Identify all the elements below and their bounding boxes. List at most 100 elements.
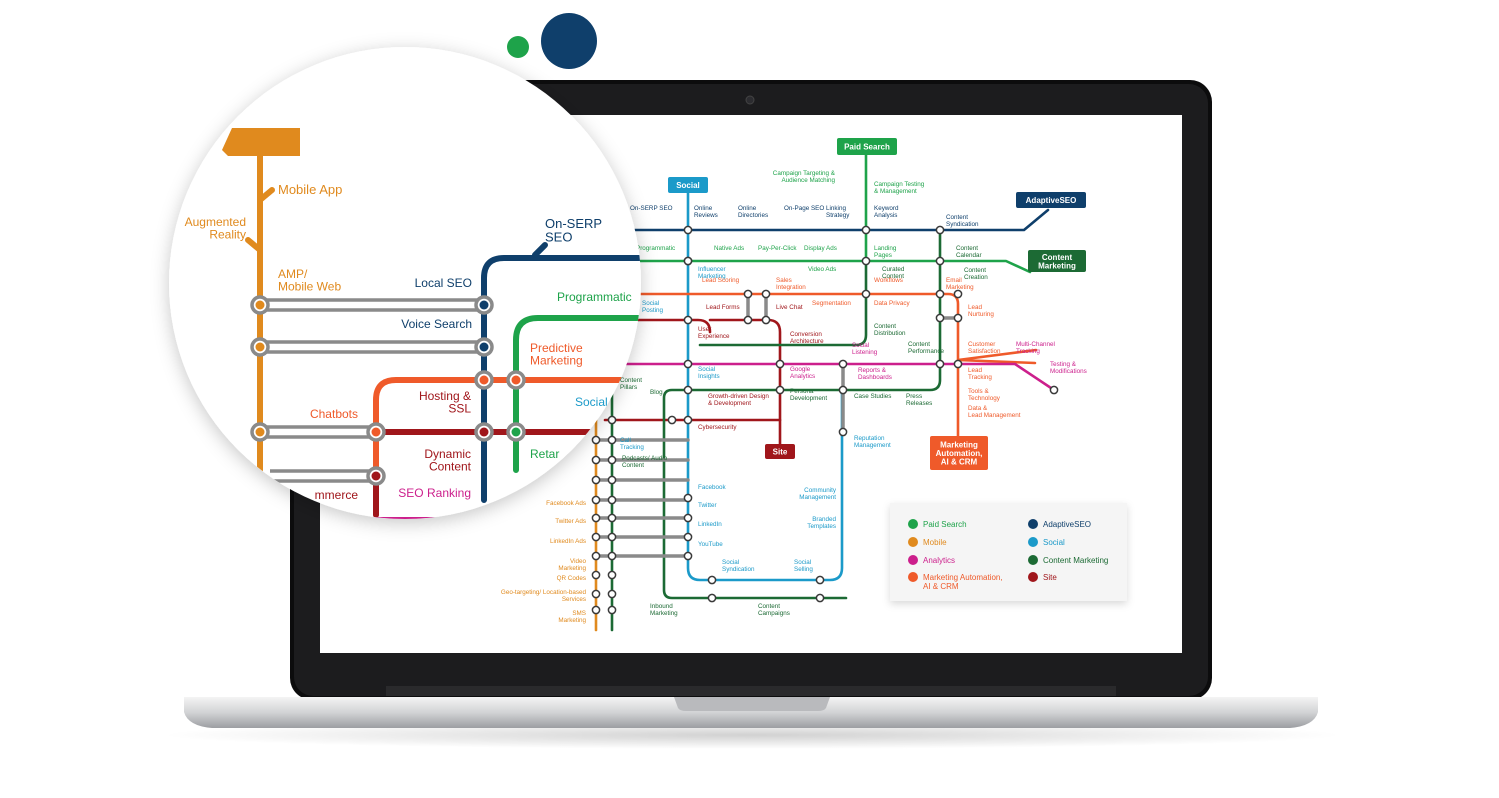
route-line-site: [618, 318, 712, 334]
zoom-station-core: [255, 342, 265, 352]
station-node: [607, 605, 617, 615]
zoom-connector: [260, 298, 484, 312]
station-node: [607, 435, 617, 445]
zoom-route-marketing-automation: [373, 377, 641, 513]
station-node: [591, 513, 601, 523]
legend-swatch: [1028, 555, 1038, 565]
station-label-video-ads: Video Ads: [808, 266, 836, 273]
station-node: [838, 385, 848, 395]
station-node: [607, 551, 617, 561]
zoom-connector: [260, 425, 376, 439]
station-label-on-serp-seo: On-SERP SEO: [630, 205, 673, 212]
station-node: [607, 495, 617, 505]
station-node: [935, 313, 945, 323]
zoom-station-core: [479, 342, 489, 352]
zoom-connector: [260, 340, 484, 354]
station-node: [761, 289, 771, 299]
station-label-display-ads: Display Ads: [804, 245, 837, 252]
station-node: [935, 256, 945, 266]
station-label-facebook: Facebook: [698, 484, 727, 491]
zoom-connector: [270, 469, 376, 483]
station-label-data-lead-management: Data &Lead Management: [968, 405, 1021, 419]
station-node: [607, 455, 617, 465]
station-node: [591, 495, 601, 505]
station-node: [591, 551, 601, 561]
zoom-route-mobile: [257, 187, 275, 203]
legend-item-content-marketing: Content Marketing: [1028, 555, 1108, 565]
station-node: [683, 385, 693, 395]
zoom-station-core: [479, 375, 489, 385]
station-node: [683, 415, 693, 425]
station-label-programmatic: Programmatic: [636, 245, 675, 252]
station-node: [683, 551, 693, 561]
station-node: [861, 225, 871, 235]
zoom-route-paid-search: [513, 315, 641, 473]
station-label-case-studies: Case Studies: [854, 393, 891, 400]
route-line-paid-search: [622, 259, 1032, 274]
line-title-social: Social: [668, 177, 708, 193]
station-node: [707, 593, 717, 603]
zoom-station-core: [511, 375, 521, 385]
zoom-route-adaptive-seo: [532, 242, 548, 258]
station-label-data-privacy: Data Privacy: [874, 300, 911, 307]
legend-label: Mobile: [923, 538, 947, 547]
line-title-paid-search: Paid Search: [837, 138, 897, 155]
station-node: [775, 385, 785, 395]
zoom-label-programmatic: Programmatic: [557, 290, 632, 304]
station-label-native-ads: Native Ads: [714, 245, 744, 252]
station-node: [861, 256, 871, 266]
zoom-station-core: [255, 427, 265, 437]
line-title-site: Site: [765, 444, 795, 459]
station-label-youtube: YouTube: [698, 541, 723, 548]
zoom-station-core: [511, 427, 521, 437]
legend-swatch: [1028, 537, 1038, 547]
zoom-station-core: [479, 427, 489, 437]
station-node: [815, 593, 825, 603]
station-node: [667, 415, 677, 425]
zoom-label-mmerce: mmerce: [315, 488, 359, 502]
station-node: [815, 575, 825, 585]
zoom-label-mobile-app: Mobile App: [278, 182, 342, 197]
line-title-adaptive-seo: AdaptiveSEO: [1016, 192, 1086, 208]
station-label-linkedin-ads: LinkedIn Ads: [550, 538, 586, 545]
station-label-blog: Blog: [650, 389, 663, 396]
legend-label: Content Marketing: [1043, 556, 1108, 565]
svg-text:Site: Site: [773, 448, 788, 457]
station-node: [607, 475, 617, 485]
legend: [890, 503, 1127, 601]
legend-label: Analytics: [923, 556, 955, 565]
zoom-label-chatbots: Chatbots: [310, 407, 358, 421]
station-node: [838, 427, 848, 437]
svg-text:Social: Social: [676, 181, 700, 190]
zoom-label-retar: Retar: [530, 447, 559, 461]
station-node: [683, 513, 693, 523]
zoom-label-local-seo: Local SEO: [415, 276, 472, 290]
